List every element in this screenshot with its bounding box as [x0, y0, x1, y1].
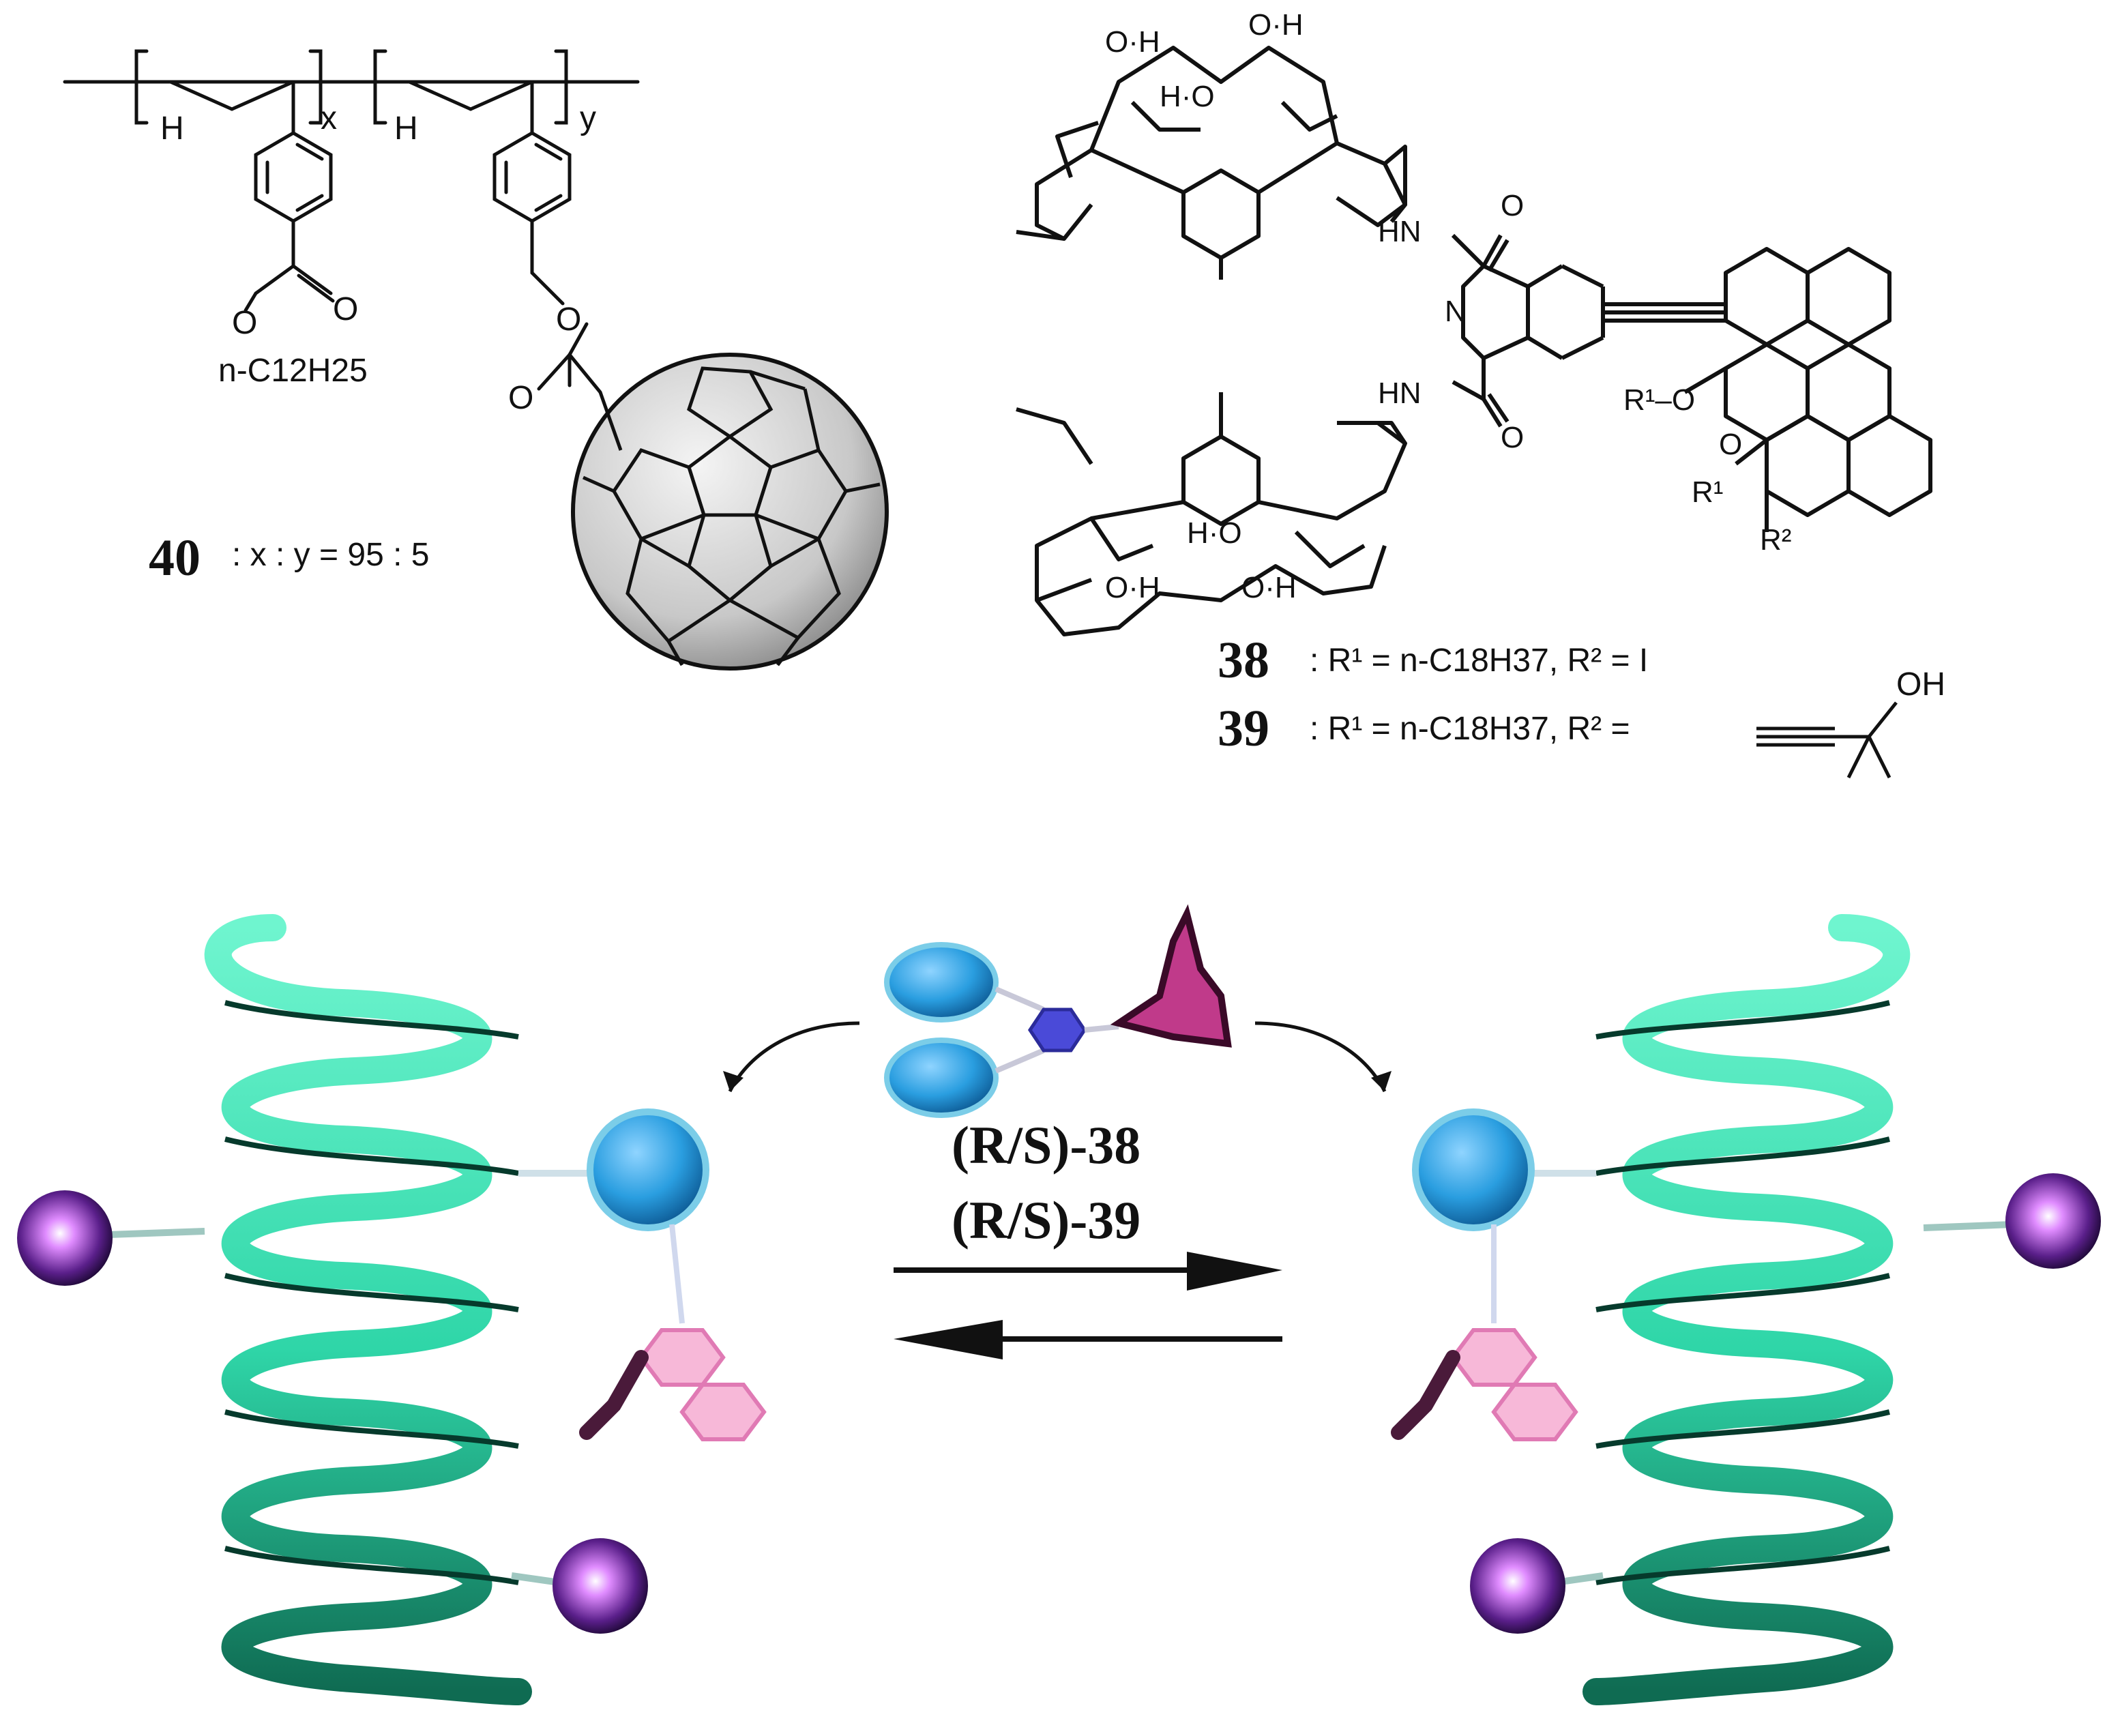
definition-38: : R¹ = n-C18H37, R² = I	[1310, 643, 1649, 679]
oh-label-3: H·O	[1160, 80, 1215, 113]
linker-o-carbonyl: O	[508, 380, 534, 416]
o-bottom-label: O	[1719, 428, 1743, 461]
curved-arrow-left-head	[723, 1071, 744, 1091]
r2-label: R²	[1760, 523, 1792, 557]
amide-o-top: O	[1501, 189, 1525, 222]
ester-o-alkoxy: O	[232, 305, 258, 341]
subscript-y: y	[580, 100, 596, 136]
oh-label-1: O·H	[1105, 25, 1160, 59]
left-arrow-icon	[894, 1320, 1282, 1359]
linker-o-ester: O	[556, 301, 582, 338]
r1-o-top-label: R¹–O	[1623, 383, 1696, 417]
ester-o-carbonyl: O	[333, 291, 359, 327]
left-host-cup	[587, 1108, 709, 1231]
right-helix	[1582, 914, 1911, 1705]
left-helix	[204, 914, 532, 1705]
oh-label-5: O·H	[1105, 571, 1160, 604]
oh-label-2: O·H	[1248, 8, 1304, 42]
right-arrow-icon	[894, 1252, 1282, 1291]
free-host-guest-molecule	[884, 904, 1232, 1118]
h-left: H	[160, 111, 184, 147]
pyridine-n-label: N	[1445, 295, 1467, 328]
oh-alkyne-label: OH	[1896, 666, 1945, 703]
right-host-cup	[1412, 1108, 1535, 1231]
hn-top-label: HN	[1378, 215, 1422, 248]
compound-40-label: 40	[149, 529, 201, 587]
right-pendant-sphere	[2005, 1173, 2101, 1269]
compound-39-label: 39	[1218, 700, 1269, 757]
label-r-s-38: (R/S)-38	[952, 1115, 1141, 1175]
right-guest-binaphthyl	[1391, 1328, 1578, 1441]
left-pendant-linker	[108, 1228, 205, 1238]
calixarene-host-structure	[1016, 46, 1932, 636]
subscript-x: x	[321, 100, 337, 136]
oh-label-6: O·H	[1241, 571, 1297, 604]
definition-39: : R¹ = n-C18H37, R² =	[1310, 711, 1630, 747]
label-r-s-39: (R/S)-39	[952, 1190, 1141, 1250]
curved-arrow-right-head	[1371, 1071, 1392, 1091]
hn-bottom-label: HN	[1378, 377, 1422, 410]
left-pendant-sphere	[17, 1190, 113, 1286]
c60-fullerene-icon	[571, 353, 889, 671]
h-right: H	[394, 111, 418, 147]
amide-o-bottom: O	[1501, 421, 1525, 454]
right-lower-pendant-sphere	[1470, 1538, 1565, 1634]
r1-bottom-label: R¹	[1692, 475, 1724, 509]
left-lower-pendant-sphere	[553, 1538, 648, 1634]
oh-label-4: H·O	[1187, 516, 1242, 550]
compound-38-label: 38	[1218, 632, 1269, 689]
left-guest-binaphthyl	[579, 1328, 767, 1441]
ratio-text: : x : y = 95 : 5	[232, 537, 430, 573]
alkyl-chain-label: n-C12H25	[218, 353, 368, 389]
